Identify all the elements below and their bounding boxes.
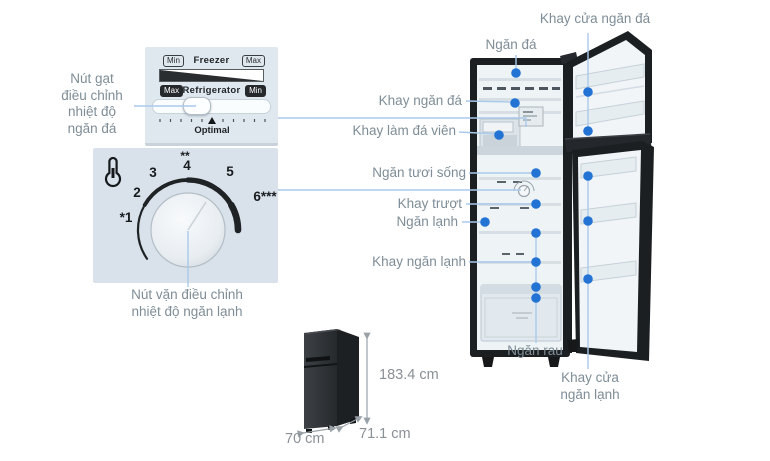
fridge-min-badge: Min bbox=[245, 85, 266, 97]
thermometer-icon bbox=[104, 156, 122, 188]
dial-mark-4: 4 bbox=[183, 158, 191, 173]
door-hinge-band bbox=[565, 134, 652, 154]
cooling-compartment-label: Ngăn lạnh bbox=[396, 214, 458, 229]
fridge-dial-panel: *1 2 3 ** 4 5 6*** bbox=[93, 148, 278, 283]
dial-knob-pointer bbox=[187, 201, 207, 231]
cooler-tray-label: Khay ngăn lạnh bbox=[372, 254, 466, 269]
dial-mark-6: 6*** bbox=[253, 189, 277, 204]
slider-track bbox=[152, 99, 271, 114]
fresh-compartment-label: Ngăn tươi sống bbox=[372, 165, 466, 180]
depth-dimension-label: 71.1 cm bbox=[359, 426, 411, 442]
dimension-arrows bbox=[297, 332, 371, 438]
freezer-control-unit bbox=[518, 106, 544, 127]
slider-knob-label: Nút gạt điều chỉnh nhiệt độ ngăn đá bbox=[61, 71, 123, 136]
freezer-tray-label: Khay ngăn đá bbox=[378, 93, 462, 108]
freezer-tray-line bbox=[465, 100, 513, 103]
vegetable-drawer-label: Ngăn rau bbox=[507, 343, 563, 358]
fridge-dial-icon bbox=[513, 180, 535, 198]
fridge-door bbox=[566, 141, 654, 361]
ice-tray-line bbox=[458, 131, 499, 135]
width-dimension-label: 70 cm bbox=[285, 431, 325, 447]
dial-mark-5: 5 bbox=[226, 164, 234, 179]
temperature-wedge-graphic bbox=[159, 69, 264, 82]
dial-graphic: *1 2 3 ** 4 5 6*** bbox=[104, 149, 277, 268]
sliding-tray-label: Khay trượt bbox=[397, 196, 462, 211]
freezer-door bbox=[560, 31, 652, 147]
refrigerator-label: Refrigerator bbox=[182, 85, 241, 96]
slider-knob bbox=[183, 97, 211, 115]
fridge-max-badge: Max bbox=[160, 85, 184, 97]
freezer-door-tray-label: Khay cửa ngăn đá bbox=[539, 11, 651, 26]
freezer-label: Freezer bbox=[193, 55, 230, 66]
freezer-slider-panel: Min Freezer Max Max Refrigerator Min Opt… bbox=[145, 47, 278, 146]
dial-mark-3: 3 bbox=[149, 165, 157, 180]
freezer-compartment-label: Ngăn đá bbox=[485, 37, 537, 52]
height-dimension-label: 183.4 cm bbox=[379, 367, 439, 383]
vegetable-drawer bbox=[480, 284, 562, 342]
optimal-pointer-icon bbox=[208, 117, 216, 124]
freezer-max-badge: Max bbox=[241, 55, 265, 67]
callout-dots bbox=[480, 68, 593, 303]
dial-mark-1: *1 bbox=[120, 210, 133, 225]
ice-maker bbox=[479, 118, 521, 150]
cooler-door-tray-label: Khay cửa ngăn lạnh bbox=[560, 370, 620, 402]
dial-knob-label: Nút vặn điều chỉnh nhiệt độ ngăn lạnh bbox=[131, 287, 243, 319]
ice-tray-label: Khay làm đá viên bbox=[352, 123, 456, 138]
dial-stars: ** bbox=[180, 149, 190, 163]
optimal-label: Optimal bbox=[194, 125, 230, 136]
dimension-fridge bbox=[304, 329, 359, 433]
fridge-cabinet bbox=[470, 58, 570, 367]
slider-ticks bbox=[159, 119, 266, 122]
freezer-min-badge: Min bbox=[163, 55, 184, 67]
dial-arc bbox=[136, 177, 242, 260]
dial-mark-2: 2 bbox=[133, 185, 141, 200]
